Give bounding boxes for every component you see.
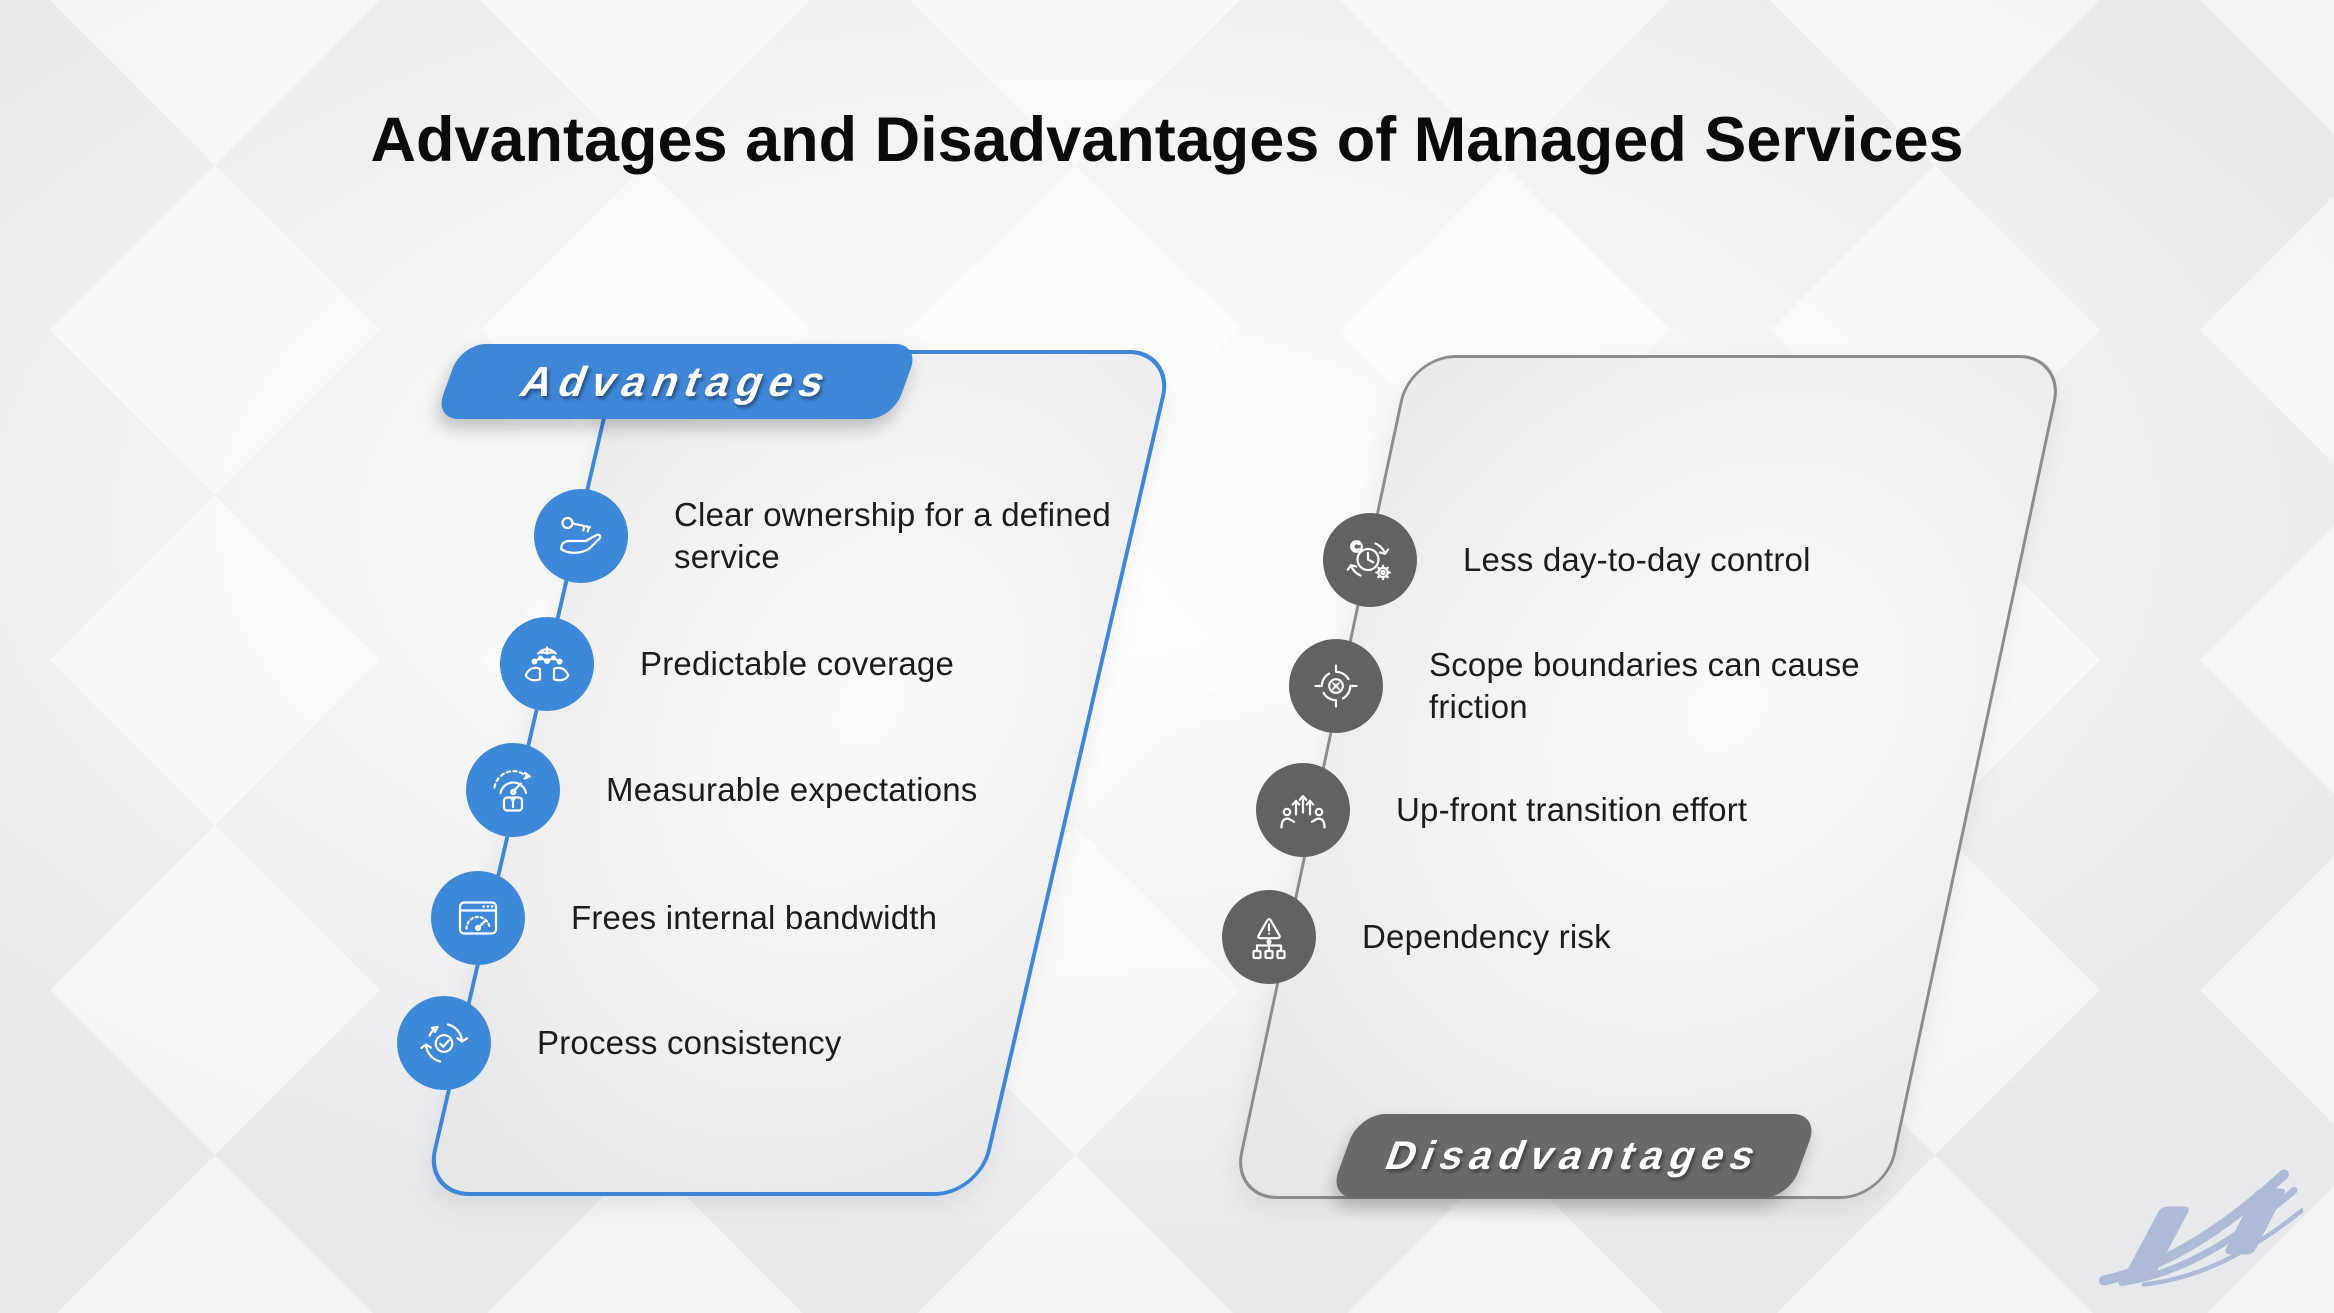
gauge-person-icon (466, 743, 560, 837)
page-title: Advantages and Disadvantages of Managed … (370, 105, 1964, 175)
list-item: Dependency risk (1222, 890, 1611, 984)
item-label: Less day-to-day control (1463, 541, 1811, 579)
list-item: Up-front transition effort (1256, 763, 1747, 857)
advantages-banner-label: Advantages (514, 357, 840, 405)
clock-gear-arrows-icon (1323, 513, 1417, 607)
item-label: Scope boundaries can cause friction (1429, 646, 1860, 725)
list-item: Less day-to-day control (1323, 513, 1811, 607)
item-label: Up-front transition effort (1396, 791, 1748, 829)
list-item: Process consistency (397, 996, 842, 1090)
key-in-hand-icon (534, 489, 628, 583)
disadvantages-banner: Disadvantages (1328, 1114, 1820, 1198)
list-item: Predictable coverage (500, 617, 954, 711)
hands-holding-umbrella-icon (500, 617, 594, 711)
list-item: Measurable expectations (466, 743, 977, 837)
item-label: Predictable coverage (640, 645, 955, 683)
list-item: Frees internal bandwidth (431, 871, 937, 965)
item-label: Frees internal bandwidth (571, 899, 938, 937)
item-label: Process consistency (537, 1024, 842, 1062)
disadvantages-banner-label: Disadvantages (1379, 1133, 1769, 1178)
item-label: Dependency risk (1362, 918, 1611, 956)
target-x-icon (1289, 639, 1383, 733)
item-label: Clear ownership for a defined service (674, 496, 1111, 575)
warning-hierarchy-icon (1222, 890, 1316, 984)
item-label: Measurable expectations (606, 771, 978, 809)
list-item: Clear ownership for a defined service (534, 489, 1114, 583)
list-item: Scope boundaries can cause friction (1289, 639, 1869, 733)
people-growth-arrows-icon (1256, 763, 1350, 857)
advantages-banner: Advantages (434, 344, 920, 419)
circular-arrows-check-icon (397, 996, 491, 1090)
n-swoosh-logo-icon (2099, 1169, 2303, 1287)
browser-speedometer-icon (431, 871, 525, 965)
